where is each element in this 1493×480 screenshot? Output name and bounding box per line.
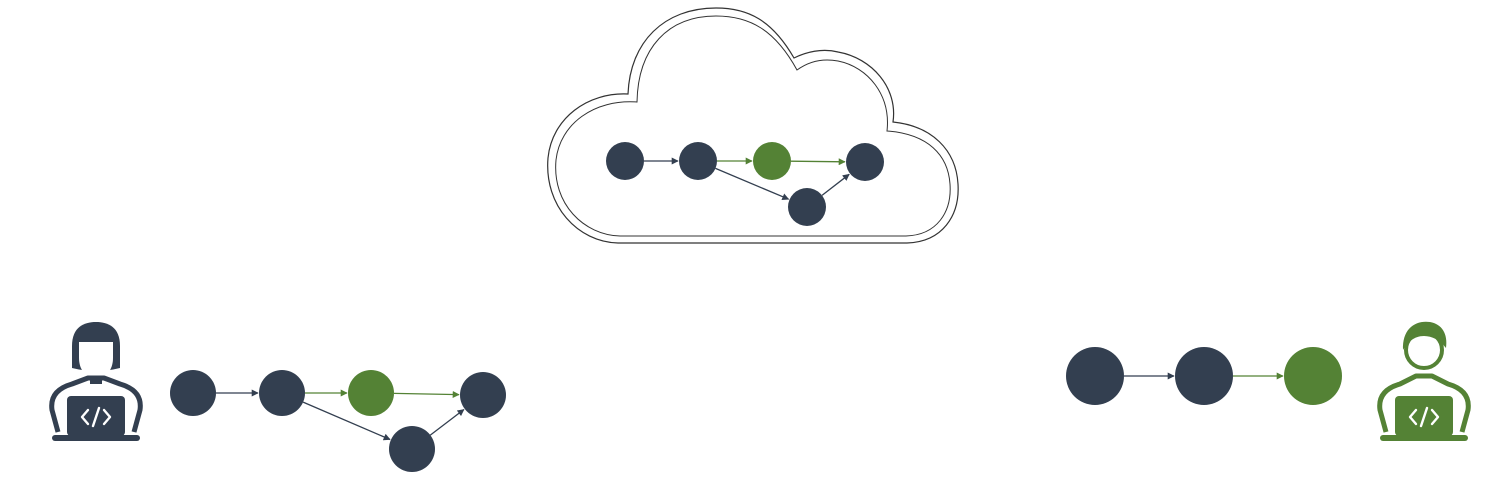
commit-node-l1 [170, 370, 216, 416]
commit-node-r1 [606, 142, 644, 180]
commit-node-r5 [788, 188, 826, 226]
male-developer-icon [1377, 321, 1471, 441]
code-brackets-icon [1408, 406, 1440, 428]
commit-node-l4 [460, 372, 506, 418]
commit-node-m3 [1284, 347, 1342, 405]
remote-commit-graph [606, 142, 884, 226]
right-local-commit-graph [1066, 347, 1342, 405]
commit-edge-r2-r5 [715, 167, 790, 200]
commit-edge-r3-r4 [790, 158, 846, 166]
commit-node-l5 [389, 426, 435, 472]
cloud-outline-inner [555, 15, 951, 237]
commit-node-m1 [1066, 347, 1124, 405]
commit-edge-l3-l4 [393, 390, 460, 398]
commit-node-l2 [259, 370, 305, 416]
cloud-outline-outer [547, 7, 959, 244]
commit-edge-l2-l5 [302, 401, 391, 441]
left-local-commit-graph [170, 370, 506, 472]
commit-node-r4 [846, 143, 884, 181]
commit-edge-l5-l4 [429, 408, 465, 436]
commit-node-r3 [753, 142, 791, 180]
cloud-icon [547, 7, 959, 244]
commit-edge-r5-r4 [821, 173, 850, 196]
commit-node-r2 [679, 142, 717, 180]
commit-node-m2 [1175, 347, 1233, 405]
commit-node-l3 [348, 370, 394, 416]
female-developer-icon [49, 322, 143, 441]
code-brackets-icon [80, 406, 112, 428]
